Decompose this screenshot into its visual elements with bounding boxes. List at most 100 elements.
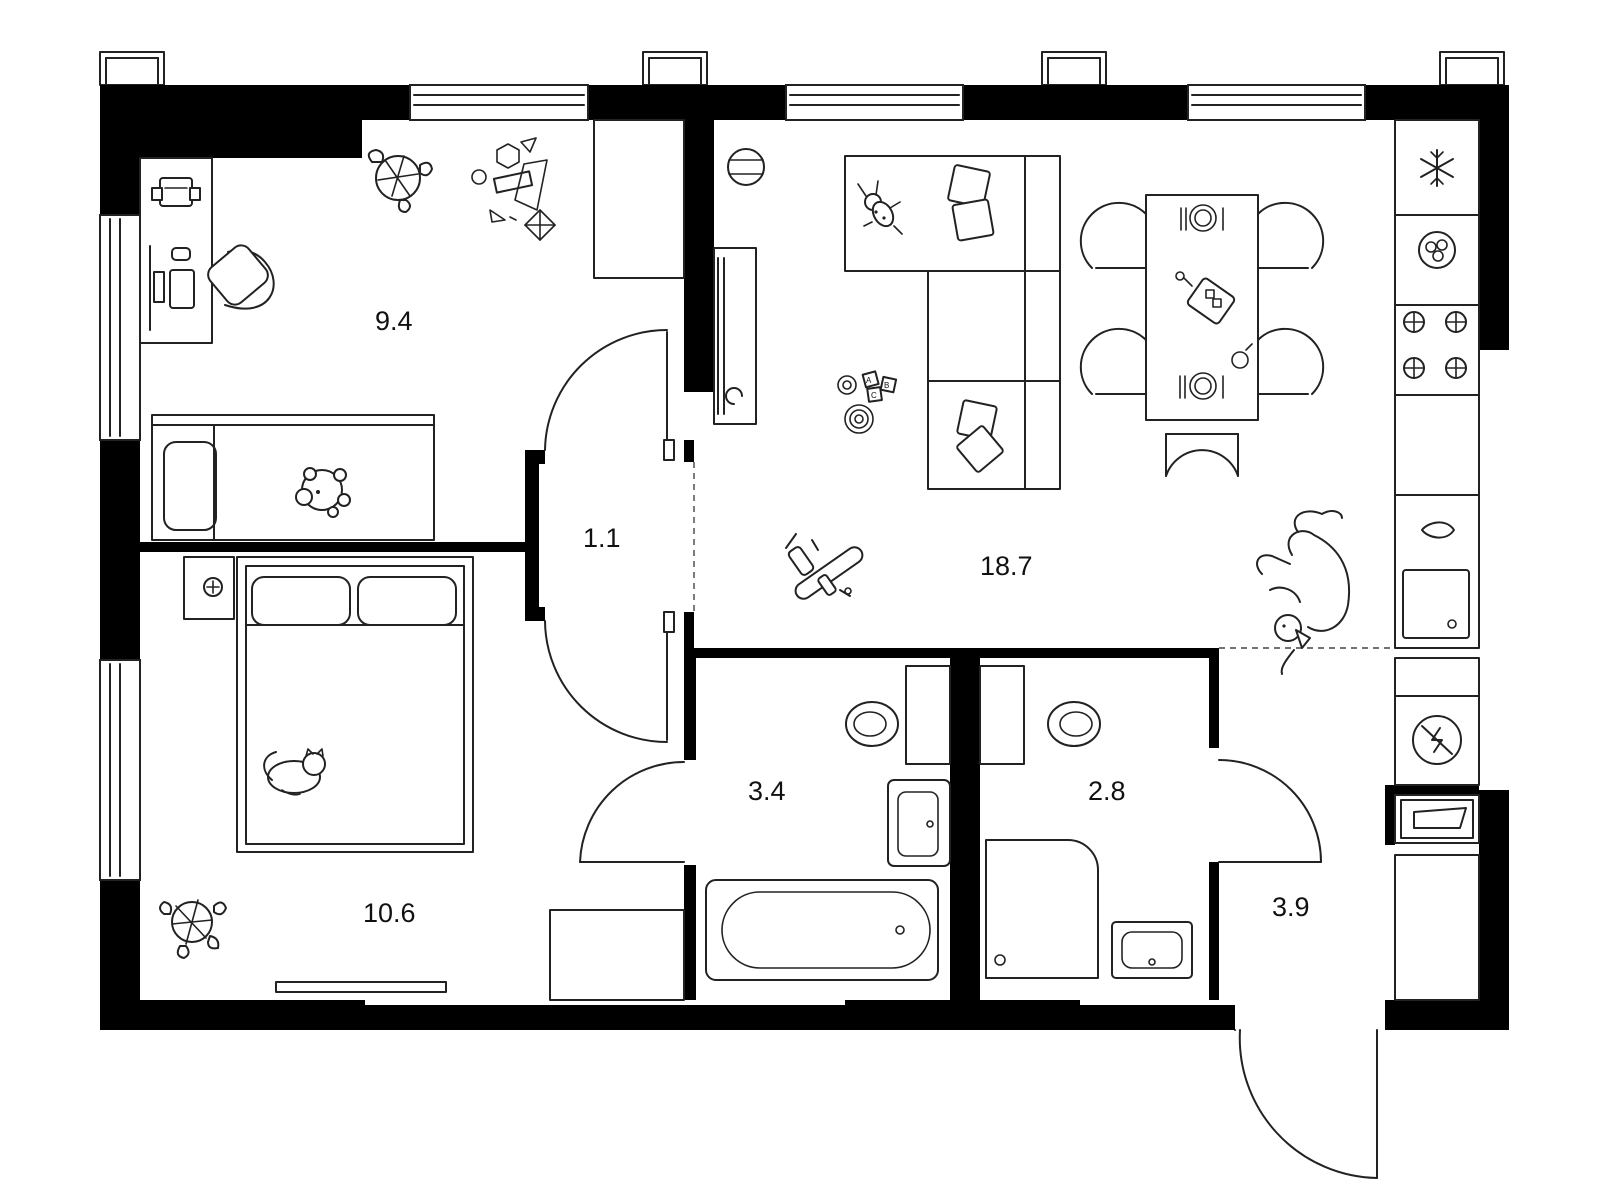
- bathroom-sink-icon: [887, 779, 951, 867]
- tv-stand: [275, 981, 447, 993]
- printer-icon: [151, 177, 201, 207]
- partition-toilet-right: [1209, 862, 1219, 1000]
- bathroom-fixtures: [705, 665, 951, 981]
- wall-bottom: [100, 1000, 365, 1030]
- partition-living-column: [684, 120, 714, 392]
- toy-turtle-icon: [295, 467, 351, 518]
- snowflake-icon: [1420, 149, 1454, 187]
- toilet-icon: [845, 665, 951, 765]
- door-bedroom[interactable]: [544, 611, 675, 743]
- partition-kitchen-right: [1385, 785, 1395, 845]
- washing-machine-icon: [1412, 715, 1462, 765]
- window: [99, 659, 141, 881]
- door-toilet[interactable]: [1218, 759, 1322, 863]
- sleeping-cat-icon: [263, 748, 326, 796]
- windows: [99, 84, 1366, 881]
- room-area-bathroom: 3.4: [748, 776, 786, 806]
- room-area-entrance: 3.9: [1272, 892, 1310, 922]
- living-kitchen-furniture: A B C: [713, 119, 1480, 1001]
- balcony-railing: [642, 51, 708, 86]
- cushion-icon: [947, 164, 1004, 473]
- partition-bath-left: [684, 648, 696, 760]
- walls: [100, 85, 1509, 1030]
- nightstand: [183, 556, 235, 620]
- window: [1187, 84, 1366, 121]
- room-area-living-kitchen: 18.7: [980, 551, 1033, 581]
- wall-bottom: [365, 1005, 845, 1030]
- bedroom-furniture: [159, 556, 685, 1001]
- window: [409, 84, 589, 121]
- room-area-children: 9.4: [375, 306, 413, 336]
- wall-bottom: [1080, 1005, 1235, 1030]
- wall-top-segment: [588, 85, 786, 120]
- toy-block-letter: A: [866, 376, 872, 385]
- partition-kitchen-right: [1385, 785, 1479, 795]
- room-area-bedroom: 10.6: [363, 898, 416, 928]
- partition-bath-left: [684, 865, 696, 1000]
- electric-panel-icon: [1400, 799, 1474, 839]
- wall-top-segment: [1365, 85, 1479, 120]
- toilet-icon: [979, 665, 1101, 765]
- bathtub-icon: [705, 879, 939, 981]
- kitchen-counter: [1394, 119, 1480, 1001]
- wall-top-left: [100, 85, 410, 215]
- kitchen-sink-icon: [1402, 521, 1470, 639]
- place-setting-icon: [1179, 204, 1224, 400]
- children-room-furniture: [139, 119, 685, 541]
- plant-icon: [159, 899, 227, 959]
- wall-top-right-corner: [1479, 85, 1509, 350]
- lamp-icon: [727, 148, 765, 186]
- window: [785, 84, 964, 121]
- wall-top-segment: [963, 85, 1188, 120]
- balcony-railing: [99, 51, 165, 86]
- tv-console: [713, 247, 757, 425]
- partition-bath-top: [684, 648, 1209, 658]
- partition-hallway-right: [684, 612, 694, 652]
- partition-children-bedroom: [140, 542, 530, 552]
- partition-hallway-left: [525, 450, 539, 620]
- dining-table: [1079, 194, 1325, 477]
- balcony-railing: [1041, 51, 1107, 86]
- wall-bottom: [845, 1000, 1080, 1030]
- computer-monitor-icon: [149, 245, 195, 331]
- partition-hallway-left-lip: [525, 450, 545, 464]
- window: [99, 214, 141, 441]
- wardrobe: [549, 909, 685, 1001]
- toy-airplane-icon: [785, 533, 864, 600]
- shower-tray-icon: [985, 839, 1099, 979]
- wardrobe: [593, 119, 685, 279]
- door-bathroom[interactable]: [579, 761, 685, 863]
- area-labels: 9.4 1.1 18.7 10.6 3.4 2.8 3.9: [363, 306, 1310, 928]
- sleeping-dog-icon: [1256, 510, 1351, 675]
- partition-bath-toilet: [950, 648, 980, 1000]
- toy-block-letter: C: [871, 391, 877, 400]
- toy-block-letter: B: [884, 381, 889, 390]
- toy-bunny-icon: [857, 180, 903, 235]
- cooktop-icon: [1403, 311, 1467, 379]
- wall-bottom: [1385, 1000, 1509, 1030]
- toy-shapes-icon: [471, 137, 556, 241]
- bathroom-sink-icon: [1111, 921, 1193, 979]
- room-area-hallway: 1.1: [583, 523, 621, 553]
- balcony-railings: [99, 51, 1505, 86]
- single-bed: [151, 414, 435, 541]
- wall-right: [1479, 790, 1509, 1030]
- double-bed: [236, 556, 474, 853]
- plant-icon: [367, 149, 433, 213]
- partition-hallway-left-lip: [525, 607, 545, 621]
- balcony-railing: [1439, 51, 1505, 86]
- door-entrance[interactable]: [1234, 1029, 1378, 1179]
- cutting-board-icon: [1175, 271, 1253, 369]
- partition-toilet-right: [1209, 648, 1219, 748]
- room-area-toilet: 2.8: [1088, 776, 1126, 806]
- toilet-room-fixtures: [979, 665, 1193, 979]
- door-children-room[interactable]: [544, 329, 675, 461]
- office-chair-icon: [207, 244, 275, 310]
- partition-hallway-right: [684, 440, 694, 462]
- toy-blocks-icon: A B C: [837, 370, 898, 434]
- lamp-icon: [203, 577, 223, 597]
- fruit-bowl-icon: [1418, 231, 1456, 269]
- wall-left: [100, 440, 140, 660]
- doors: [544, 329, 1378, 1179]
